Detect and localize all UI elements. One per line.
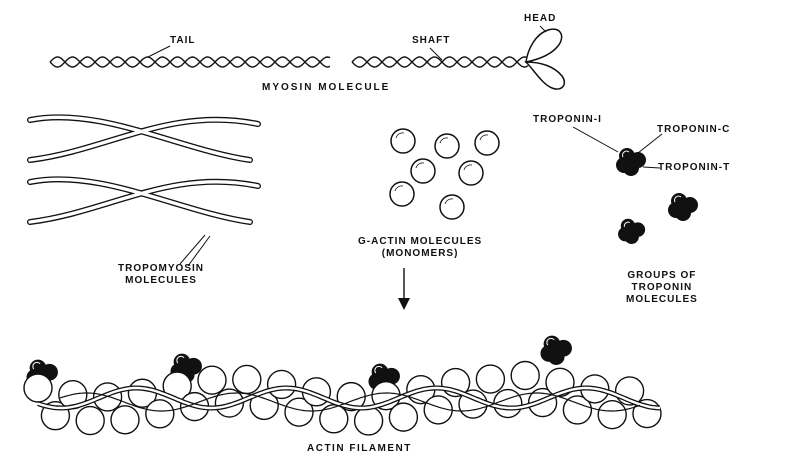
label-head: HEAD [524,13,557,24]
actin-monomer [145,399,175,429]
leader-tail [147,45,171,58]
myosin-head-lower [524,61,566,90]
actin-monomer [266,369,297,400]
label-groups-line1: GROUPS OF [627,270,697,281]
label-tail: TAIL [170,35,196,46]
g-actin-shading [463,164,473,171]
myosin-tail-strand-b [49,56,331,68]
myosin-head [524,28,566,90]
tropomyosin-molecules [27,114,261,225]
label-groups-line2: TROPONIN [631,282,693,293]
leader-troponin-i [572,126,619,153]
myosin-shaft-strand-b [351,56,529,68]
g-actin-monomer [390,128,416,154]
filament-strand-b [59,392,641,412]
g-actin-monomers [389,128,500,310]
actin-monomer [353,406,384,436]
label-tropomyosin-line1: TROPOMYOSIN [118,263,205,274]
leader-lines [147,25,663,267]
leader-troponin-c [637,133,663,154]
troponin-group-right-highlight [674,195,682,203]
myosin-tail-strand [49,56,331,68]
filament-troponin-1-highlight [176,355,185,364]
label-g-actin: G-ACTIN MOLECULES (MONOMERS) [358,236,482,260]
label-groups-line3: MOLECULES [626,294,698,305]
g-actin-shading [439,137,449,144]
leader-head [539,25,547,33]
actin-monomer [597,399,627,430]
filament-troponin-3-subunit [540,345,558,362]
label-actin-filament: ACTIN FILAMENT [307,443,412,454]
actin-monomer [388,402,419,432]
myosin-shaft-strand-a [351,56,529,68]
label-tropomyosin: TROPOMYOSIN MOLECULES [118,263,204,287]
troponin-group-left-highlight [623,221,630,227]
g-actin-monomer [439,194,465,220]
g-actin-shading [444,198,454,205]
troponin-complex-labeled-subunit [616,157,632,173]
label-troponin-c: TROPONIN-C [657,124,731,135]
label-myosin-molecule: MYOSIN MOLECULE [262,82,391,93]
g-actin-shading [395,132,405,139]
myosin-shaft-strand [351,56,529,68]
g-actin-shading [394,185,404,192]
tropomyosin-lower-core [28,177,260,224]
actin-monomer [197,365,227,395]
actin-monomer [284,397,314,427]
actin-filament [23,360,662,436]
label-g-actin-line1: G-ACTIN MOLECULES [358,236,483,247]
actin-monomer [493,388,523,419]
actin-monomer [23,373,53,403]
g-actin-shading [479,134,489,141]
label-troponin-t: TROPONIN-T [658,162,731,173]
g-actin-monomer [474,130,500,156]
arrow-head [398,298,410,310]
myosin-head-upper [525,28,563,63]
filament-troponin-2-highlight [374,365,383,374]
leader-tropomyosin-a [179,234,206,265]
g-actin-monomer [458,160,484,186]
tropomyosin-upper-core [28,115,260,162]
leader-tropomyosin-b [187,235,211,267]
filament-tropomyosin-core [37,386,661,410]
g-actin-shading [415,162,425,169]
g-actin-monomer [389,181,415,207]
filament-troponin-0-highlight [32,361,41,370]
g-actin-monomer [434,133,460,159]
label-troponin-i: TROPONIN-I [533,114,602,125]
actin-monomer [110,405,140,435]
actin-monomer [475,364,506,394]
actin-monomer [510,360,540,391]
actin-monomer [75,405,105,436]
troponin-group-left-subunit [618,226,633,242]
label-tropomyosin-line2: MOLECULES [125,275,197,286]
actin-monomer [232,364,262,395]
leader-troponin-t [642,166,661,169]
g-actin-monomer [410,158,436,184]
actin-monomer [562,395,593,425]
myosin-tail-strand-a [49,56,331,68]
label-g-actin-line2: (MONOMERS) [381,248,459,259]
troponin-group-right-subunit [668,202,684,218]
label-shaft: SHAFT [412,35,451,46]
filament-troponin-3-highlight [546,337,555,346]
leader-shaft [429,47,443,61]
label-groups-of-troponin: GROUPS OF TROPONIN MOLECULES [626,270,698,306]
troponin-complex-labeled-highlight [622,150,630,158]
